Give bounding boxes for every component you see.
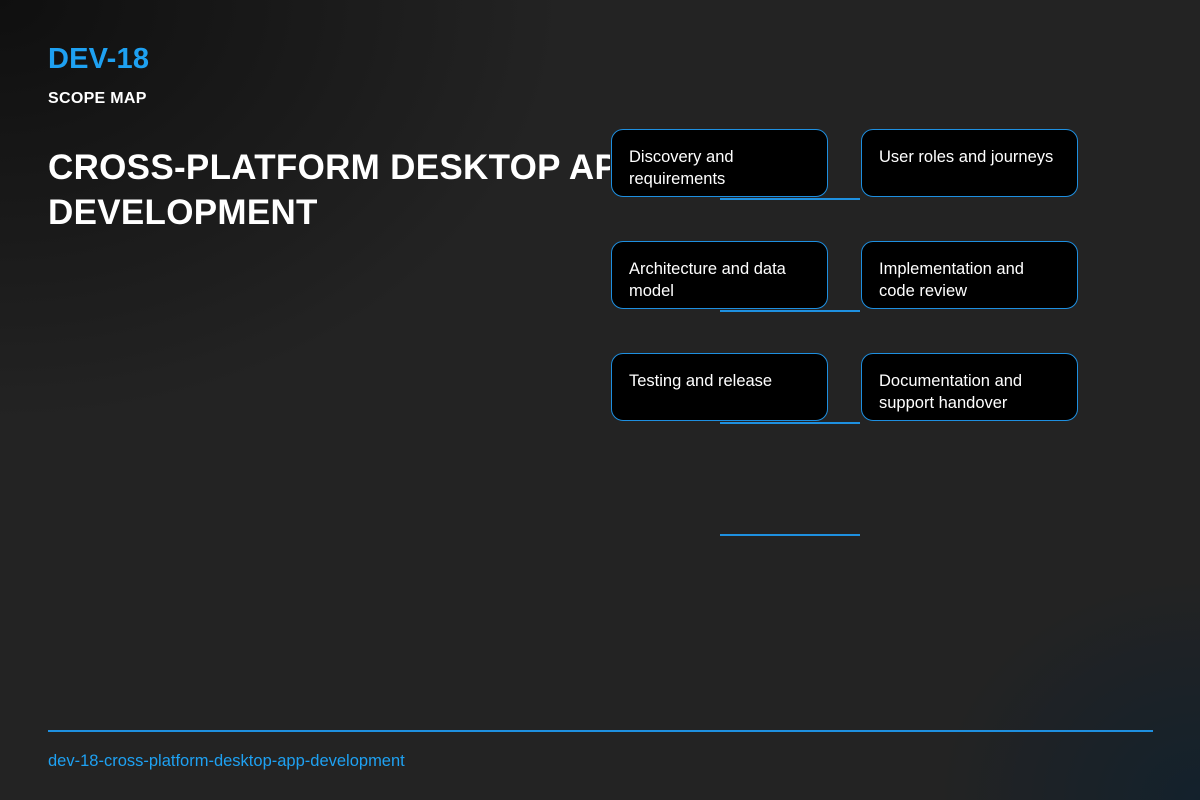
page-subtitle: SCOPE MAP <box>48 90 147 107</box>
scope-card-documentation[interactable]: Documentation and support handover <box>861 353 1078 421</box>
footer-slug: dev-18-cross-platform-desktop-app-develo… <box>48 752 405 770</box>
scope-card-architecture[interactable]: Architecture and data model <box>611 241 828 309</box>
page-title: CROSS-PLATFORM DESKTOP APP DEVELOPMENT <box>48 148 610 232</box>
connector-line-3 <box>720 422 860 424</box>
project-code: DEV-18 <box>48 43 150 75</box>
connector-line-4 <box>720 534 860 536</box>
scope-card-discovery[interactable]: Discovery and requirements <box>611 129 828 197</box>
scope-card-testing[interactable]: Testing and release <box>611 353 828 421</box>
connector-line-2 <box>720 310 860 312</box>
page-title-frame: CROSS-PLATFORM DESKTOP APP DEVELOPMENT <box>48 145 610 235</box>
scope-card-user-roles[interactable]: User roles and journeys <box>861 129 1078 197</box>
footer-divider <box>48 730 1153 732</box>
connector-line-1 <box>720 198 860 200</box>
scope-card-implementation[interactable]: Implementation and code review <box>861 241 1078 309</box>
